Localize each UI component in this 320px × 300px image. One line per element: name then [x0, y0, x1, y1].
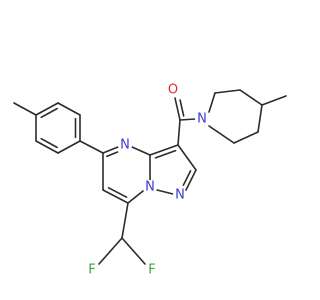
atom-label-layer: N N N N O F F: [85, 83, 209, 278]
piperidine-bond-6: [208, 125, 235, 144]
bond-layer: [13, 89, 287, 265]
piperidine-bond-3: [239, 89, 263, 106]
chf2-bond: [121, 202, 129, 239]
atom-label-n-pyrazole: N: [175, 188, 185, 203]
pyrimidine-bond-c7-c6-inner: [107, 187, 128, 198]
atom-n-bridge: N: [143, 180, 157, 195]
tolyl-bond-5-inner: [40, 137, 58, 149]
atom-n-pyrazole: N: [173, 188, 187, 203]
piperidine-bond-5: [233, 131, 259, 144]
pyrimidine-bond-c7-c6: [102, 189, 129, 204]
tolyl-bond-5: [35, 140, 59, 154]
piperidine-methyl-bond: [261, 95, 287, 106]
pyrazole-bond-n1-c2-inner: [182, 169, 192, 186]
tolyl-bond-1: [35, 102, 59, 116]
atom-label-o-carbonyl: O: [168, 83, 178, 98]
carbonyl-c-o-bond-inner: [179, 99, 185, 117]
atom-n-piperidine: N: [195, 112, 209, 127]
pyrazole-bond-n1-c2: [185, 169, 197, 191]
structure-diagram: N N N N O F F: [13, 83, 287, 278]
atom-label-n-ring: N: [120, 138, 130, 153]
tolyl-bond-4: [57, 140, 81, 154]
tolyl-to-pyrimidine-bond: [79, 140, 104, 154]
piperidine-bond-4: [257, 104, 263, 133]
pyrimidine-bond-c5-n4: [102, 146, 119, 154]
atom-label-f-right: F: [148, 263, 155, 278]
piperidine-bond-1: [208, 92, 216, 113]
atom-label-n-bridge: N: [145, 180, 155, 195]
c-f-right-bond: [121, 237, 146, 265]
atom-f-right: F: [145, 263, 159, 278]
pyrazole-bond-c3-c3a: [149, 144, 179, 156]
carbonyl-c-o-bond: [174, 97, 181, 121]
pyrazole-bond-n7a-n1: [156, 189, 174, 195]
atom-f-left: F: [85, 263, 99, 278]
carbonyl-c3-to-c-bond: [177, 119, 181, 146]
c-f-left-bond: [98, 237, 123, 265]
piperidine-bond-2: [214, 89, 241, 94]
pyrazole-bond-c3-c3a-inner: [154, 149, 177, 159]
pyrimidine-bond-c5-n4-inner: [105, 151, 119, 158]
pyrimidine-bond-n4-c3a: [131, 146, 151, 156]
pyrimidine-bond-n7a-c7: [127, 190, 144, 204]
molecule-canvas: N N N N O F F: [13, 82, 287, 278]
carbonyl-c-to-n-bond: [179, 118, 196, 121]
atom-n-ring: N: [118, 138, 132, 153]
pyrazole-bond-c2-c3: [177, 144, 197, 171]
tolyl-bond-2: [57, 102, 81, 116]
tolyl-methyl-bond: [13, 102, 37, 116]
tolyl-bond-1-inner: [40, 107, 58, 119]
atom-o-carbonyl: O: [166, 83, 180, 98]
atom-label-f-left: F: [88, 263, 95, 278]
atom-label-n-piperidine: N: [197, 112, 207, 127]
